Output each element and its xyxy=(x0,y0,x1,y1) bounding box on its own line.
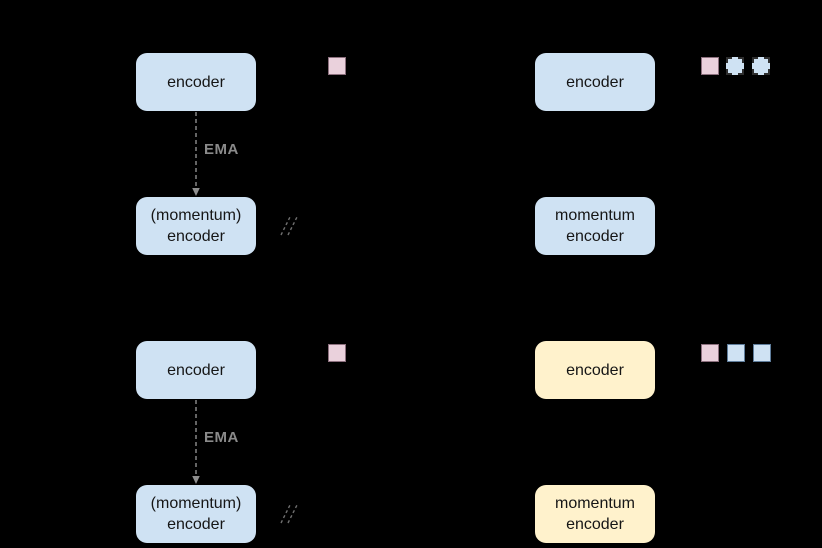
encoder-label: encoder xyxy=(167,361,225,379)
pink-token-square xyxy=(701,57,719,75)
momentum-encoder-box: momentum encoder xyxy=(535,197,655,255)
ema-arrow xyxy=(192,112,200,196)
momentum-encoder-label-line1: (momentum) xyxy=(150,495,242,512)
momentum-encoder-label-line2: encoder xyxy=(566,228,624,245)
blue-token-square xyxy=(753,344,771,362)
encoder-label: encoder xyxy=(566,73,624,91)
encoder-box: encoder xyxy=(136,341,256,399)
ema-label: EMA xyxy=(204,141,239,158)
encoder-box: encoder xyxy=(535,341,655,399)
momentum-encoder-label-line2: encoder xyxy=(167,228,225,245)
momentum-encoder-box: (momentum) encoder xyxy=(136,485,256,543)
ema-label: EMA xyxy=(204,429,239,446)
momentum-encoder-label-line2: encoder xyxy=(167,516,225,533)
blue-token-square xyxy=(727,344,745,362)
momentum-encoder-box: momentum encoder xyxy=(535,485,655,543)
ema-arrow xyxy=(192,400,200,484)
momentum-encoder-label-line2: encoder xyxy=(566,516,624,533)
encoder-box: encoder xyxy=(535,53,655,111)
pink-token-square xyxy=(328,344,346,362)
momentum-encoder-box: (momentum) encoder xyxy=(136,197,256,255)
pink-token-square xyxy=(328,57,346,75)
encoder-box: encoder xyxy=(136,53,256,111)
encoder-label: encoder xyxy=(167,73,225,91)
stop-gradient-icon xyxy=(280,214,299,236)
encoder-label: encoder xyxy=(566,361,624,379)
momentum-encoder-label-line1: momentum xyxy=(554,207,636,224)
blue-dashed-token-square xyxy=(726,57,744,75)
stop-gradient-icon xyxy=(280,502,299,524)
momentum-encoder-label-line1: momentum xyxy=(554,495,636,512)
pink-token-square xyxy=(701,344,719,362)
momentum-encoder-label-line1: (momentum) xyxy=(150,207,242,224)
blue-dashed-token-square xyxy=(752,57,770,75)
